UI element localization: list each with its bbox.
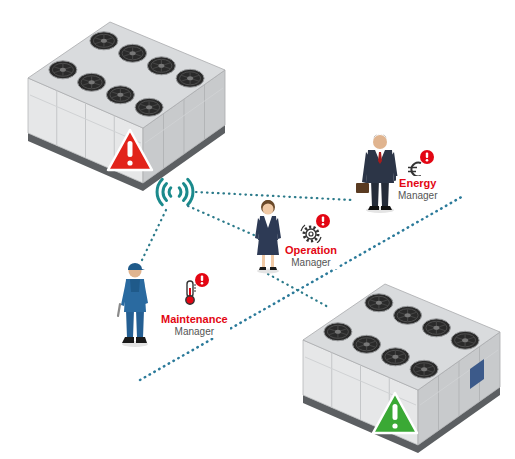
operation-icon	[306, 229, 316, 239]
role-title: Manager	[161, 326, 228, 338]
role-label: EnergyManager	[396, 176, 439, 202]
person-operation-manager	[261, 200, 275, 214]
warning-mark	[127, 160, 132, 165]
role-name: Operation	[285, 244, 337, 257]
person-energy-manager	[366, 207, 394, 213]
person-energy-manager	[368, 206, 392, 210]
person-energy-manager	[362, 152, 398, 183]
signal-link	[196, 192, 352, 200]
person-energy-manager	[371, 180, 389, 207]
wireless-signal	[157, 179, 162, 204]
chiller-component	[470, 359, 484, 389]
maintenance-icon	[187, 281, 193, 297]
wireless-signal	[179, 188, 181, 196]
person-energy-manager	[366, 150, 394, 183]
person-maintenance-manager	[126, 310, 144, 338]
energy-icon	[420, 150, 434, 164]
operation-icon	[309, 232, 313, 236]
person-energy-manager	[378, 152, 382, 164]
maintenance-icon	[194, 285, 196, 291]
person-energy-manager	[356, 134, 398, 213]
person-operation-manager	[255, 218, 281, 239]
role-name: Energy	[398, 177, 437, 190]
signal-link	[268, 274, 330, 308]
warning-mark	[128, 141, 133, 157]
chiller-ok	[303, 284, 500, 453]
person-energy-manager	[373, 134, 387, 141]
person-maintenance-manager	[121, 281, 148, 306]
person-operation-manager	[264, 216, 272, 228]
energy-icon	[411, 163, 421, 177]
person-maintenance-manager	[130, 279, 140, 292]
ok-triangle	[373, 393, 417, 433]
energy-icon	[408, 168, 417, 172]
chiller-unit	[303, 284, 500, 453]
operation-icon	[301, 214, 330, 243]
wireless-signal	[184, 184, 188, 201]
wireless-signal	[169, 188, 171, 196]
role-name: Maintenance	[161, 313, 228, 326]
warning-triangle	[108, 130, 152, 170]
maintenance-icon	[186, 296, 194, 304]
role-title: Manager	[285, 257, 337, 269]
operation-icon	[304, 227, 318, 241]
ok-mark	[393, 404, 398, 420]
operation-icon	[301, 225, 321, 243]
operation-icon	[316, 214, 330, 228]
wireless-signal	[163, 184, 167, 201]
person-energy-manager	[356, 183, 369, 193]
role-label: OperationManager	[283, 243, 339, 269]
maintenance-icon	[195, 273, 209, 287]
maintenance-icon	[186, 273, 209, 304]
ok-mark	[392, 423, 397, 428]
person-operation-manager	[258, 216, 278, 240]
role-label: MaintenanceManager	[159, 312, 230, 338]
person-maintenance-manager	[118, 304, 120, 316]
signal-link	[188, 206, 256, 236]
chiller-alarm	[28, 22, 225, 191]
person-operation-manager	[262, 254, 274, 268]
person-operation-manager	[263, 204, 274, 215]
person-operation-manager	[263, 200, 274, 207]
person-maintenance-manager	[122, 337, 147, 343]
signal-link	[142, 192, 352, 308]
chiller-unit	[28, 22, 225, 191]
person-operation-manager	[257, 238, 279, 255]
person-maintenance-manager	[128, 263, 145, 270]
person-maintenance-manager	[118, 263, 148, 347]
energy-icon	[408, 150, 434, 177]
person-operation-manager	[255, 200, 281, 274]
person-operation-manager	[259, 267, 277, 270]
wireless-signal	[157, 179, 193, 204]
wireless-signal	[188, 179, 193, 204]
signal-link	[142, 210, 166, 260]
role-title: Manager	[398, 190, 437, 202]
person-energy-manager	[373, 135, 387, 149]
